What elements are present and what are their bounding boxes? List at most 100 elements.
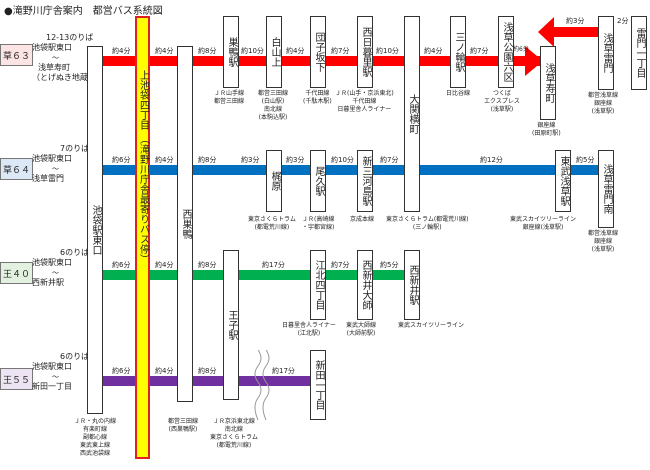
- transfer-note: 東武スカイツリーライン: [398, 322, 465, 329]
- segment-time: 約4分: [155, 261, 174, 269]
- transfer-note: つくば エクスプレス (浅草駅): [484, 90, 520, 113]
- segment-time: 約8分: [198, 261, 217, 269]
- arrow-icon: [538, 17, 554, 47]
- station-higashimukojima: 東武浅草駅: [555, 150, 571, 212]
- segment-time: 約3分: [566, 17, 585, 25]
- route-label-kusa63: 12-13のりば 池袋駅東口 〜 浅草寿町 （とげぬき地蔵前）: [32, 33, 104, 83]
- page-title: ●滝野川庁舎案内 都営バス系統図: [4, 6, 163, 17]
- route-label-kusa64: 7のりば 池袋駅東口 〜 浅草雷門: [32, 144, 89, 184]
- segment-time: 約6分: [112, 156, 131, 164]
- route-via: 〜: [52, 373, 59, 381]
- transfer-note: 日比谷線: [446, 90, 471, 97]
- segment-time: 約10分: [376, 47, 399, 55]
- route-to: 浅草雷門: [32, 174, 64, 183]
- route-from: 池袋駅東口: [32, 258, 72, 267]
- route-line-ou55: [100, 376, 310, 386]
- segment-time: 約4分: [286, 47, 305, 55]
- platform: 6のりば: [60, 352, 90, 361]
- station-kouhoku4: 江北四丁目: [310, 250, 326, 320]
- station-kaminarimon1: 雷門一丁目: [631, 16, 647, 90]
- transfer-note: 都営三田線 (白山駅) 南北線 (本駒込駅): [258, 90, 289, 121]
- route-line-ou40: [100, 270, 410, 280]
- route-badge-ou40: 王４０: [0, 262, 33, 284]
- segment-time: 約7分: [331, 47, 350, 55]
- route-label-ou55: 6のりば 池袋駅東口 〜 新田一丁目: [32, 352, 89, 392]
- route-to: 浅草寿町: [38, 63, 70, 72]
- segment-time: 約4分: [155, 367, 174, 375]
- station-nishisugamo: 西巣鴨: [177, 46, 193, 402]
- segment-time: 約6分: [513, 46, 529, 53]
- station-shinmikawajima: 新三河島駅: [357, 150, 373, 212]
- station-hakusan: 白山上: [266, 16, 282, 88]
- transfer-note: ＪＲ・丸の内線 有楽町線 副都心線 東武東上線 西武池袋線: [74, 418, 117, 457]
- route-line-kusa63-branch: [505, 56, 541, 66]
- route-label-ou40: 6のりば 池袋駅東口 〜 西新井駅: [32, 248, 89, 288]
- segment-time: 約8分: [198, 47, 217, 55]
- station-nittaicchome: 新田一丁目: [310, 350, 326, 420]
- transfer-note: 都営浅草線 銀座線 (浅草駅): [588, 230, 619, 253]
- highlight-name: 上池袋四丁目: [137, 70, 149, 130]
- route-from: 池袋駅東口: [32, 154, 72, 163]
- platform: 7のりば: [60, 144, 90, 153]
- station-oku: 尾久駅: [310, 150, 326, 212]
- transfer-note: 東武大師線 (大師前駅): [346, 322, 377, 337]
- segment-time: 約7分: [380, 156, 399, 164]
- segment-time: 約5分: [380, 261, 399, 269]
- segment-time: 約6分: [112, 367, 131, 375]
- segment-time: 約3分: [286, 156, 305, 164]
- station-nishiaraidaishi: 西新井大師: [357, 250, 373, 320]
- segment-time: 約17分: [262, 261, 285, 269]
- route-from: 池袋駅東口: [32, 362, 72, 371]
- segment-time: 約3分: [241, 156, 260, 164]
- route-line-kusa63-upper: [552, 27, 598, 37]
- station-kaminariminami: 浅草雷門南: [598, 150, 614, 228]
- station-dangozaka: 団子坂下: [310, 16, 326, 88]
- segment-time: 約10分: [331, 156, 354, 164]
- transfer-note: 東京さくらトラム(都電荒川線) (三ノ輪駅): [386, 216, 469, 231]
- segment-time: 約8分: [198, 156, 217, 164]
- transfer-note: 都営三田線 (西巣鴨駅): [168, 418, 199, 433]
- station-asakusa6: 浅草公園六区: [498, 16, 514, 88]
- transfer-note: ＪＲ(高崎線 ・宇都宮線): [302, 216, 335, 231]
- segment-time: 約7分: [331, 261, 350, 269]
- transfer-note: 日暮里舎人ライナー (江北駅): [282, 322, 336, 337]
- station-nishiarai: 西新井駅: [404, 250, 420, 320]
- highlight-sub: （滝野川庁舎最寄りバス停）: [137, 134, 149, 264]
- segment-time: 約17分: [272, 367, 295, 375]
- segment-time: 約8分: [198, 367, 217, 375]
- highlight-stop: 上池袋四丁目 （滝野川庁舎最寄りバス停）: [135, 16, 150, 459]
- transfer-note: 都営浅草線 銀座線 (浅草駅): [588, 92, 619, 115]
- segment-time: 約10分: [241, 47, 264, 55]
- route-line-kusa64: [100, 165, 600, 175]
- route-to: 西新井駅: [32, 278, 64, 287]
- route-via: 〜: [52, 269, 59, 277]
- station-ouji: 王子駅: [223, 250, 239, 400]
- station-ikebukuro: 池袋駅東口: [87, 46, 103, 414]
- transfer-note: ＪＲ(山手・京浜東北) 千代田線 日暮里舎人ライナー: [335, 90, 394, 113]
- route-via: 〜: [52, 165, 59, 173]
- segment-time: 約5分: [576, 156, 595, 164]
- segment-time: 2分: [617, 17, 629, 25]
- route-to: 新田一丁目: [32, 382, 72, 391]
- route-via: 〜: [52, 54, 59, 62]
- station-oozekiyokocho: 大関横町: [404, 16, 420, 212]
- station-asakusakotobuki: 浅草寿町: [540, 46, 556, 120]
- transfer-note: ＪＲ山手線 都営三田線: [214, 90, 245, 105]
- route-note: （とげぬき地蔵前）: [32, 73, 104, 82]
- route-badge-kusa64: 草６４: [0, 158, 33, 180]
- transfer-note: 銀座線 (田原町駅): [532, 122, 561, 137]
- segment-time: 約12分: [480, 156, 503, 164]
- transfer-note: 京成本線: [350, 216, 375, 223]
- segment-time: 約6分: [112, 261, 131, 269]
- station-asakusakaminarimon: 浅草雷門: [598, 16, 614, 90]
- transfer-note: 東武スカイツリーライン 銀座線(浅草駅): [510, 216, 577, 231]
- segment-time: 約4分: [155, 156, 174, 164]
- transfer-note: 東京さくらトラム (都電荒川線): [248, 216, 296, 231]
- route-badge-kusa63: 草６３: [0, 44, 33, 66]
- station-nishinippori: 西日暮里駅: [357, 16, 373, 88]
- break-icon: [254, 350, 270, 420]
- station-kajiwara: 梶原: [266, 150, 282, 212]
- transfer-note: 千代田線 (千駄木駅): [303, 90, 332, 105]
- station-sugamo: 巣鴨駅: [223, 16, 239, 88]
- transfer-note: ＪＲ京浜東北線 南北線 東京さくらトラム (都電荒川線): [210, 418, 258, 449]
